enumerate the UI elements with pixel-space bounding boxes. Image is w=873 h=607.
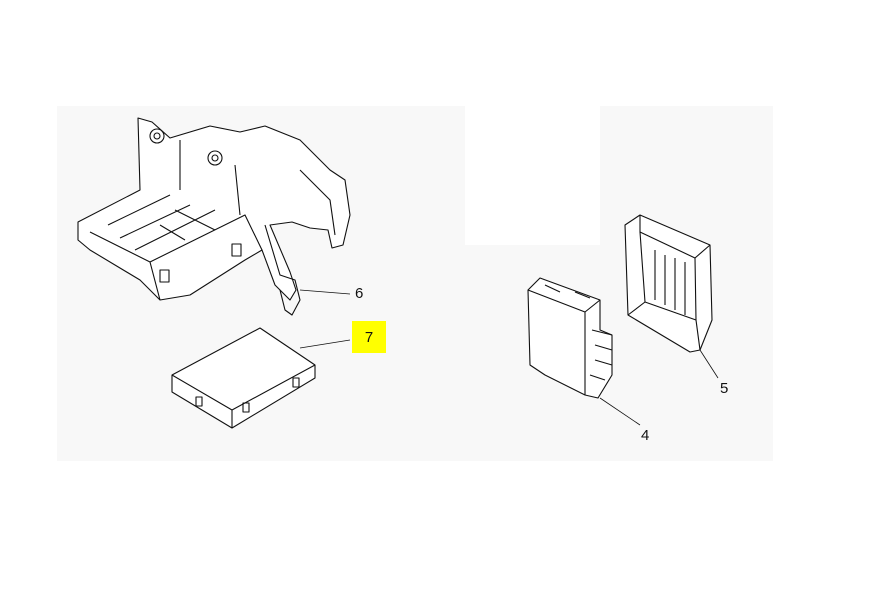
callout-7-highlighted[interactable]: 7 [352,321,386,353]
callout-5[interactable]: 5 [720,380,729,397]
frame-5-drawing [624,214,713,353]
bracket-part-drawing [77,117,351,316]
module-4-drawing [527,277,613,399]
callout-6[interactable]: 6 [355,285,364,302]
callout-4[interactable]: 4 [641,427,650,444]
module-7-drawing [171,327,316,429]
diagram-background-right [465,245,773,461]
leader-lines [299,289,719,426]
